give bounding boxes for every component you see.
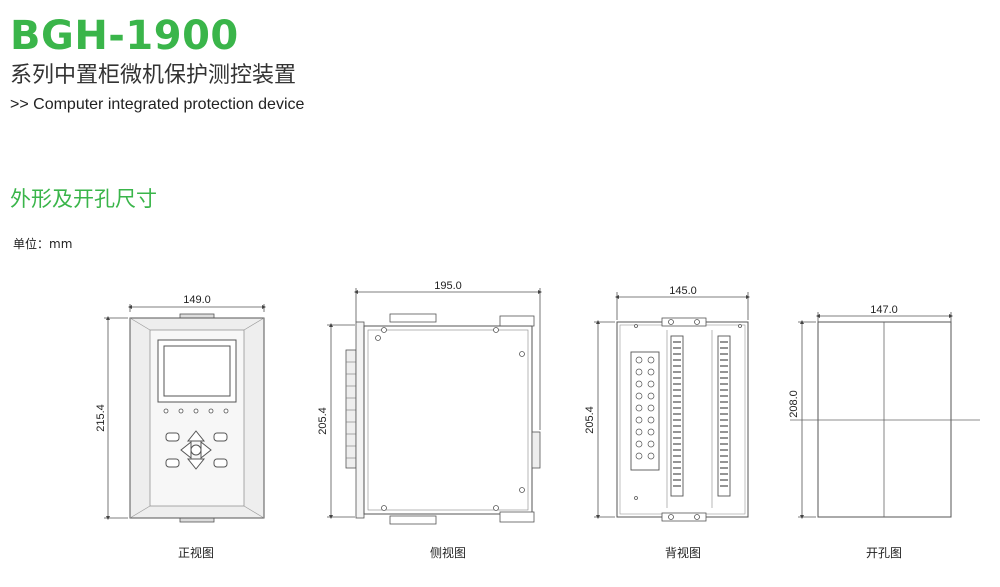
side-width-dim: 195.0 bbox=[434, 280, 462, 292]
front-view: 149.0 215.4 bbox=[95, 294, 266, 523]
product-subtitle: 系列中置柜微机保护测控装置 bbox=[10, 63, 297, 88]
back-view-caption: 背视图 bbox=[665, 545, 701, 560]
back-width-dim: 145.0 bbox=[669, 285, 697, 297]
side-view: 195.0 205.4 bbox=[317, 280, 542, 525]
panel-cutout bbox=[817, 321, 952, 518]
side-height-dim: 205.4 bbox=[317, 407, 329, 435]
side-view-caption: 侧视图 bbox=[430, 545, 466, 560]
front-height-dim: 215.4 bbox=[95, 404, 107, 432]
model-title: BGH-1900 bbox=[10, 13, 239, 59]
front-view-caption: 正视图 bbox=[178, 545, 214, 560]
cutout-view: 147.0 208.0 bbox=[788, 304, 980, 519]
cutout-height-dim: 208.0 bbox=[788, 390, 800, 418]
lcd-display bbox=[157, 339, 237, 403]
back-view: 145.0 205.4 bbox=[584, 285, 750, 522]
section-title: 外形及开孔尺寸 bbox=[10, 187, 157, 211]
cutout-view-caption: 开孔图 bbox=[866, 546, 902, 560]
front-width-dim: 149.0 bbox=[183, 294, 211, 306]
back-height-dim: 205.4 bbox=[584, 406, 596, 434]
keypad bbox=[165, 430, 228, 470]
led-indicators bbox=[163, 408, 229, 414]
cutout-width-dim: 147.0 bbox=[870, 304, 898, 316]
unit-label: 单位：mm bbox=[13, 237, 73, 251]
product-subtitle-english: >> Computer integrated protection device bbox=[10, 96, 305, 113]
